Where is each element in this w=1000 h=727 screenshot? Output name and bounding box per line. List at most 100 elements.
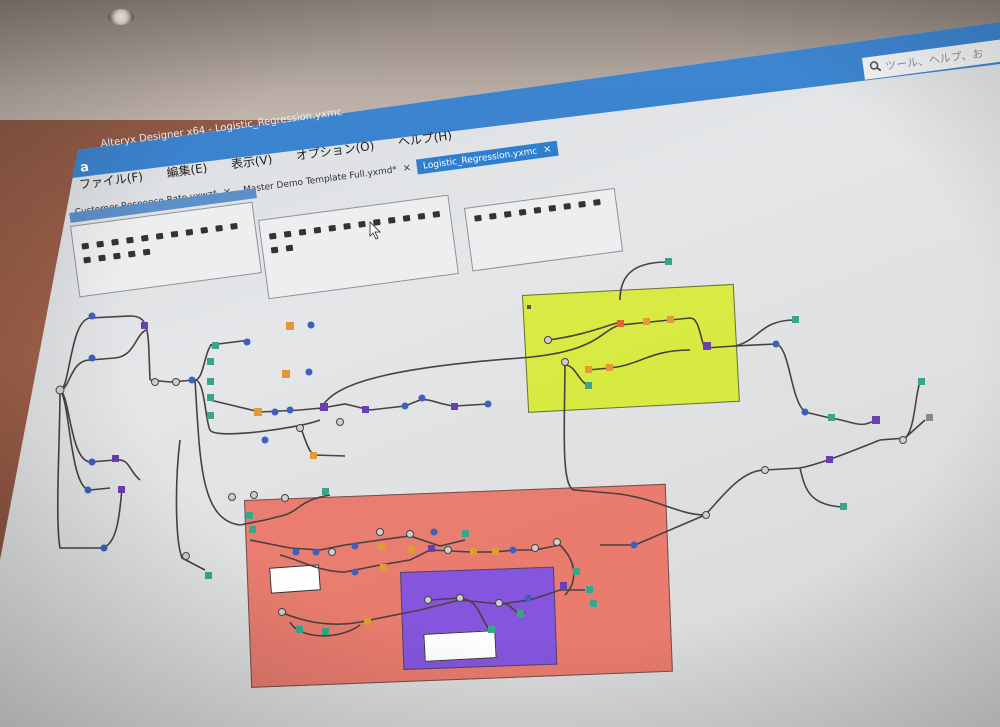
summarize-tool-icon[interactable] xyxy=(667,316,674,323)
macro-tool-icon[interactable] xyxy=(118,486,125,493)
browse-tool-icon[interactable] xyxy=(517,610,524,617)
join-tool-icon[interactable] xyxy=(899,436,907,444)
formula-tool-icon[interactable] xyxy=(88,312,96,320)
formula-tool-icon[interactable] xyxy=(84,486,92,494)
browse-tool-icon[interactable] xyxy=(792,316,799,323)
browse-tool-icon[interactable] xyxy=(918,378,925,385)
join-tool-icon[interactable] xyxy=(553,538,561,546)
formula-tool-icon[interactable] xyxy=(418,394,426,402)
macro-tool-icon[interactable] xyxy=(320,403,328,411)
output-tool-icon[interactable] xyxy=(926,414,933,421)
browse-tool-icon[interactable] xyxy=(207,412,214,419)
browse-tool-icon[interactable] xyxy=(840,503,847,510)
join-tool-icon[interactable] xyxy=(182,552,190,560)
formula-tool-icon[interactable] xyxy=(286,406,294,414)
summarize-tool-icon[interactable] xyxy=(378,543,385,550)
browse-tool-icon[interactable] xyxy=(249,526,256,533)
browse-tool-icon[interactable] xyxy=(296,626,303,633)
macro-tool-icon[interactable] xyxy=(428,545,435,552)
formula-tool-icon[interactable] xyxy=(88,458,96,466)
formula-tool-icon[interactable] xyxy=(188,376,196,384)
formula-tool-icon[interactable] xyxy=(307,321,315,329)
summarize-tool-icon[interactable] xyxy=(364,618,371,625)
formula-tool-icon[interactable] xyxy=(484,400,492,408)
search-input[interactable]: ツール、ヘルプ、お xyxy=(862,38,1000,80)
join-tool-icon[interactable] xyxy=(376,528,384,536)
join-tool-icon[interactable] xyxy=(406,530,414,538)
summarize-tool-icon[interactable] xyxy=(310,452,317,459)
join-tool-icon[interactable] xyxy=(296,424,304,432)
formula-tool-icon[interactable] xyxy=(100,544,108,552)
summarize-tool-icon[interactable] xyxy=(408,546,415,553)
summarize-tool-icon[interactable] xyxy=(282,370,290,378)
join-tool-icon[interactable] xyxy=(336,418,344,426)
browse-tool-icon[interactable] xyxy=(586,586,593,593)
browse-tool-icon[interactable] xyxy=(828,414,835,421)
macro-tool-icon[interactable] xyxy=(112,455,119,462)
join-tool-icon[interactable] xyxy=(424,596,432,604)
browse-tool-icon[interactable] xyxy=(246,512,253,519)
join-tool-icon[interactable] xyxy=(278,608,286,616)
join-tool-icon[interactable] xyxy=(761,466,769,474)
browse-tool-icon[interactable] xyxy=(212,342,219,349)
join-tool-icon[interactable] xyxy=(456,594,464,602)
join-tool-icon[interactable] xyxy=(151,378,159,386)
macro-tool-icon[interactable] xyxy=(560,582,567,589)
formula-tool-icon[interactable] xyxy=(88,354,96,362)
join-tool-icon[interactable] xyxy=(328,548,336,556)
join-tool-icon[interactable] xyxy=(495,599,503,607)
formula-tool-icon[interactable] xyxy=(430,528,438,536)
formula-tool-icon[interactable] xyxy=(772,340,780,348)
join-tool-icon[interactable] xyxy=(561,358,569,366)
summarize-tool-icon[interactable] xyxy=(585,366,592,373)
macro-tool-icon[interactable] xyxy=(362,406,369,413)
browse-tool-icon[interactable] xyxy=(322,628,329,635)
summarize-tool-icon[interactable] xyxy=(286,322,294,330)
macro-tool-icon[interactable] xyxy=(826,456,833,463)
join-tool-icon[interactable] xyxy=(444,546,452,554)
macro-tool-icon[interactable] xyxy=(141,322,148,329)
container-collapse-icon[interactable] xyxy=(527,305,531,309)
formula-tool-icon[interactable] xyxy=(305,368,313,376)
formula-tool-icon[interactable] xyxy=(630,541,638,549)
sort-tool-icon[interactable] xyxy=(617,320,624,327)
join-tool-icon[interactable] xyxy=(544,336,552,344)
browse-tool-icon[interactable] xyxy=(590,600,597,607)
join-tool-icon[interactable] xyxy=(250,491,258,499)
formula-tool-icon[interactable] xyxy=(524,594,532,602)
browse-tool-icon[interactable] xyxy=(665,258,672,265)
macro-tool-icon[interactable] xyxy=(703,342,711,350)
formula-tool-icon[interactable] xyxy=(509,546,517,554)
browse-tool-icon[interactable] xyxy=(207,394,214,401)
formula-tool-icon[interactable] xyxy=(243,338,251,346)
browse-tool-icon[interactable] xyxy=(462,530,469,537)
formula-tool-icon[interactable] xyxy=(261,436,269,444)
join-tool-icon[interactable] xyxy=(172,378,180,386)
summarize-tool-icon[interactable] xyxy=(254,408,262,416)
join-tool-icon[interactable] xyxy=(531,544,539,552)
formula-tool-icon[interactable] xyxy=(401,402,409,410)
formula-tool-icon[interactable] xyxy=(292,548,300,556)
formula-tool-icon[interactable] xyxy=(351,542,359,550)
macro-tool-icon[interactable] xyxy=(872,416,880,424)
summarize-tool-icon[interactable] xyxy=(380,564,387,571)
formula-tool-icon[interactable] xyxy=(271,408,279,416)
summarize-tool-icon[interactable] xyxy=(643,318,650,325)
macro-tool-icon[interactable] xyxy=(451,403,458,410)
browse-tool-icon[interactable] xyxy=(322,488,329,495)
join-tool-icon[interactable] xyxy=(702,511,710,519)
join-tool-icon[interactable] xyxy=(281,494,289,502)
browse-tool-icon[interactable] xyxy=(207,378,214,385)
formula-tool-icon[interactable] xyxy=(801,408,809,416)
browse-tool-icon[interactable] xyxy=(585,382,592,389)
summarize-tool-icon[interactable] xyxy=(606,364,613,371)
browse-tool-icon[interactable] xyxy=(573,568,580,575)
browse-tool-icon[interactable] xyxy=(205,572,212,579)
browse-tool-icon[interactable] xyxy=(207,358,214,365)
input-tool-icon[interactable] xyxy=(55,385,65,395)
summarize-tool-icon[interactable] xyxy=(470,548,477,555)
summarize-tool-icon[interactable] xyxy=(492,548,499,555)
formula-tool-icon[interactable] xyxy=(312,548,320,556)
formula-tool-icon[interactable] xyxy=(351,568,359,576)
